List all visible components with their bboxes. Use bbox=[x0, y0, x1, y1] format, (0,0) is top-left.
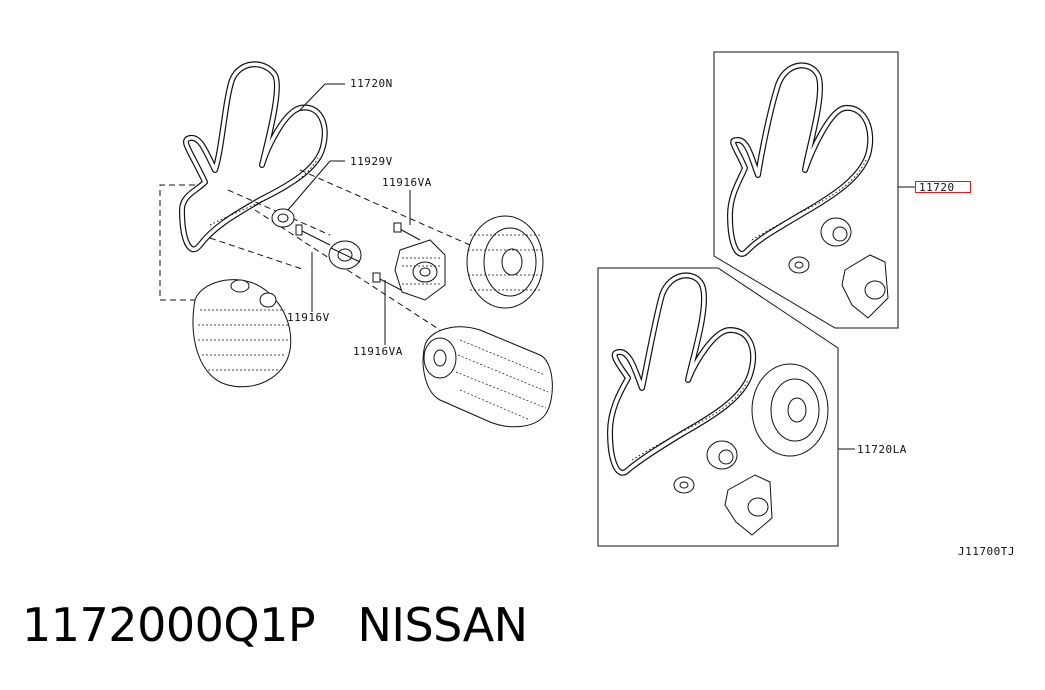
tensioner-pulley-part bbox=[295, 224, 362, 270]
label-11916va-top: 11916VA bbox=[382, 176, 432, 189]
label-11929v: 11929V bbox=[350, 155, 393, 168]
brand-name: NISSAN bbox=[357, 598, 528, 652]
kit-bottom-drawing bbox=[597, 267, 855, 547]
highlight-box bbox=[915, 181, 971, 193]
small-idler-part bbox=[271, 208, 295, 228]
callout-leaders-left bbox=[287, 83, 411, 345]
bolt-parts bbox=[372, 222, 421, 293]
compressor-part bbox=[422, 326, 553, 428]
figure-code: J11700TJ bbox=[958, 545, 1015, 558]
label-kit-bottom: 11720LA bbox=[857, 443, 907, 456]
alternator-part bbox=[192, 279, 292, 388]
label-belt-main: 11720N bbox=[350, 77, 393, 90]
label-11916v: 11916V bbox=[287, 311, 330, 324]
kit-top-drawing bbox=[713, 51, 915, 329]
part-caption: 1172000Q1P NISSAN bbox=[22, 598, 528, 652]
label-11916va-bottom: 11916VA bbox=[353, 345, 403, 358]
part-number: 1172000Q1P bbox=[22, 598, 316, 652]
auto-tensioner-part bbox=[394, 239, 446, 301]
label-kit-top: 11720 bbox=[919, 181, 955, 194]
main-belt-drawing bbox=[179, 61, 328, 253]
crank-pulley-part bbox=[466, 215, 544, 309]
